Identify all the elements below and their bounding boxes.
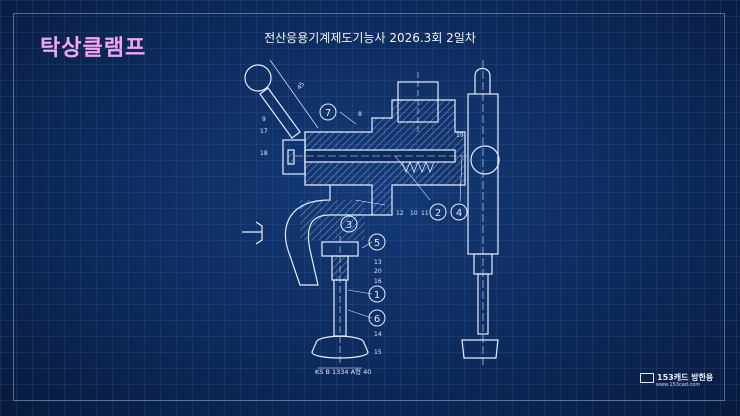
- part-number: 15: [374, 349, 382, 356]
- side-pad: [461, 339, 499, 359]
- balloon: 6: [368, 309, 386, 327]
- svg-text:6: 6: [374, 314, 380, 325]
- part-number: 17: [260, 128, 268, 135]
- front-view: [242, 59, 470, 369]
- brand-url: www.153cad.com: [656, 382, 701, 388]
- side-view: [461, 60, 500, 365]
- handle-lever: [259, 87, 301, 139]
- spring: [401, 160, 435, 174]
- part-balloons: 7 3 2 4 5 1 6: [319, 103, 468, 327]
- part-number: 12: [396, 210, 404, 217]
- brand-logo-icon: [640, 372, 654, 383]
- drawing-border: [13, 13, 725, 401]
- part-number: 9: [262, 116, 266, 123]
- svg-text:5: 5: [374, 238, 380, 249]
- balloon: 4: [450, 203, 468, 221]
- svg-text:4: 4: [456, 208, 462, 219]
- part-number: 20: [374, 268, 382, 275]
- svg-text:1: 1: [374, 290, 380, 301]
- part-number: 8: [358, 111, 362, 118]
- balloon: 7: [319, 103, 337, 121]
- svg-text:2: 2: [435, 208, 441, 219]
- balloon: 1: [368, 285, 386, 303]
- exam-subtitle: 전산응용기계제도기능사 2026.3회 2일차: [264, 31, 476, 45]
- page-title: 탁상클램프: [40, 36, 147, 61]
- side-screw: [477, 273, 489, 335]
- svg-text:3: 3: [346, 220, 352, 231]
- part-number: 11: [421, 210, 429, 217]
- brand-mark: 153캐드 방한용 www.153cad.com: [640, 372, 720, 388]
- brand-name: 153캐드 방한용: [657, 373, 714, 382]
- svg-text:7: 7: [325, 108, 331, 119]
- balloon: 3: [340, 215, 358, 233]
- side-top-knob: [474, 67, 491, 94]
- dimension-line: [269, 59, 319, 129]
- part-number: 19: [456, 132, 464, 139]
- side-handle: [242, 221, 263, 245]
- side-boss: [470, 145, 500, 175]
- handle-ball: [244, 64, 272, 92]
- part-number: 14: [374, 331, 382, 338]
- standard-note: KS B 1334 A형 40: [315, 368, 371, 376]
- balloon: 5: [368, 233, 386, 251]
- dimension-text: 45: [296, 81, 306, 91]
- part-number: 13: [374, 259, 382, 266]
- part-number: 10: [410, 210, 418, 217]
- balloon: 2: [429, 203, 447, 221]
- part-number: 16: [374, 278, 382, 285]
- bottom-pad: [311, 335, 369, 359]
- part-number: 18: [260, 150, 268, 157]
- part-numbers: 45 8 9 17 18 19 12 10 11 13 20 16 14 15: [260, 81, 464, 356]
